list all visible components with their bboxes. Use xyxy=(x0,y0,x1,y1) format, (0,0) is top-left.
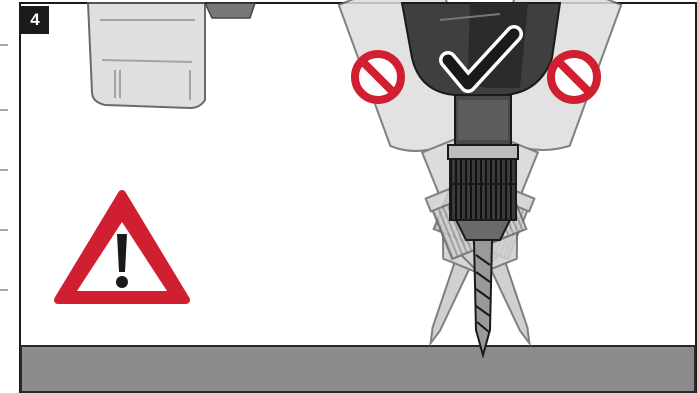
step-number-badge: 4 xyxy=(21,6,49,34)
warning-triangle-icon xyxy=(54,190,190,304)
margin-ticks xyxy=(0,44,8,291)
checkmark-icon xyxy=(439,25,523,93)
prohibited-icon-right xyxy=(547,50,601,104)
work-surface xyxy=(20,345,696,393)
battery-pack xyxy=(86,2,257,110)
prohibited-icon-left xyxy=(351,50,405,104)
